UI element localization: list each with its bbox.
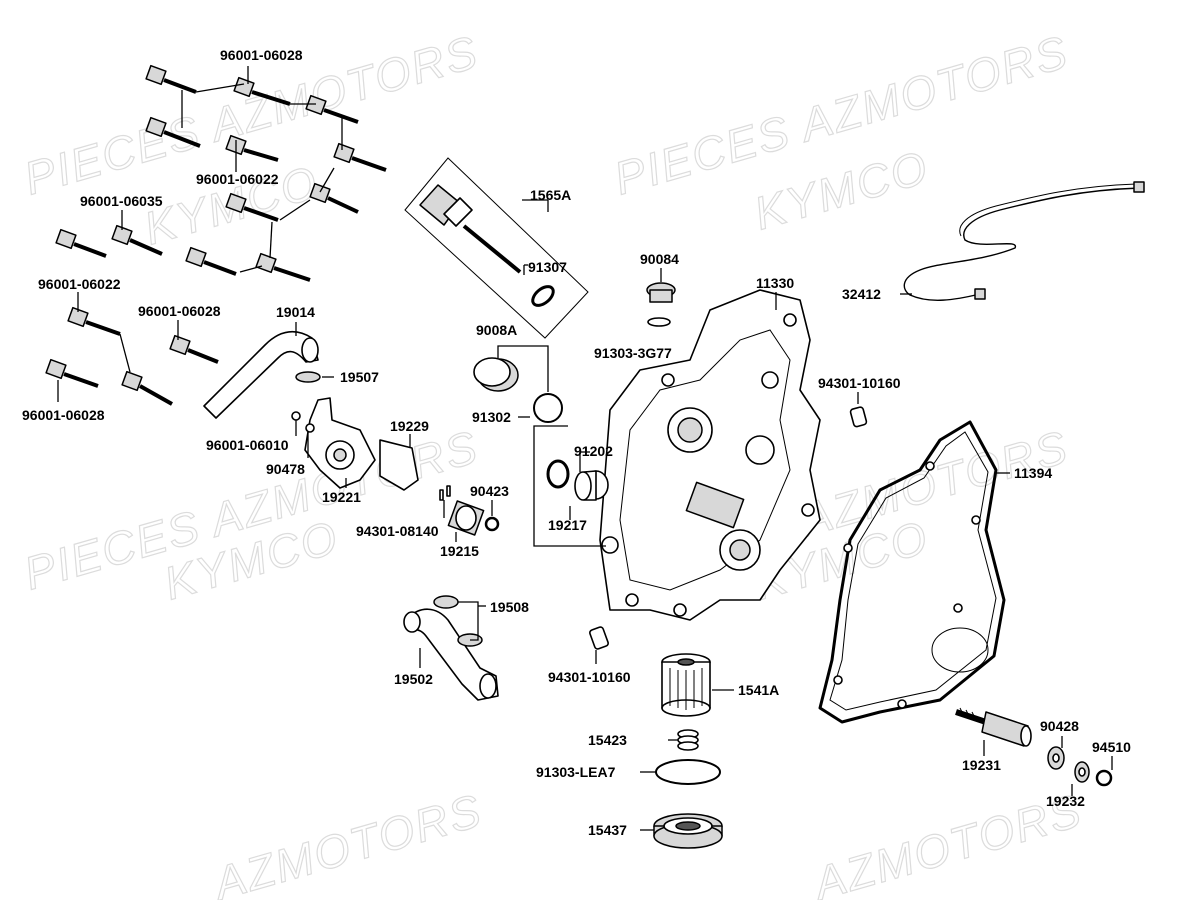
water-pump-cover — [291, 397, 419, 491]
part-label: 91303-3G77 — [594, 345, 672, 361]
bolt-icon — [225, 192, 279, 222]
bolt-group-left — [45, 210, 219, 406]
part-label: 1541A — [738, 682, 779, 698]
part-label: 90423 — [470, 483, 509, 499]
cap-assembly — [473, 345, 563, 423]
part-label: 94510 — [1092, 739, 1131, 755]
part-label: 96001-06028 — [138, 303, 221, 319]
oil-filter-group — [640, 653, 734, 849]
part-label: 19215 — [440, 543, 479, 559]
seal-bearing-group — [533, 425, 609, 547]
bolt-icon — [67, 306, 121, 336]
shaft-group — [955, 707, 1113, 796]
part-label: 94301-08140 — [356, 523, 439, 539]
shaft-icon — [955, 707, 1032, 747]
lower-hose — [403, 595, 499, 701]
part-label: 1565A — [530, 187, 571, 203]
bolt-icon — [145, 116, 201, 148]
part-label: 19217 — [548, 517, 587, 533]
watermark-text: AZMOTORS — [206, 784, 488, 900]
filter-cap — [653, 813, 723, 849]
bolt-group-top — [145, 64, 387, 282]
part-label: 91202 — [574, 443, 613, 459]
part-label: 96001-06022 — [196, 171, 279, 187]
bolt-icon — [169, 334, 219, 364]
bolt-icon — [45, 358, 99, 388]
part-label: 19502 — [394, 671, 433, 687]
bolt-icon — [121, 370, 173, 406]
dipstick-assembly — [404, 157, 589, 339]
cover-gasket — [818, 420, 1010, 724]
oil-plug — [646, 268, 676, 327]
part-label: 15437 — [588, 822, 627, 838]
part-label: 90478 — [266, 461, 305, 477]
part-label: 19232 — [1046, 793, 1085, 809]
part-label: 19231 — [962, 757, 1001, 773]
bolt-icon — [111, 224, 163, 256]
part-label: 11394 — [1014, 465, 1052, 481]
part-label: 90428 — [1040, 718, 1079, 734]
part-label: 91307 — [528, 259, 567, 275]
bolt-icon — [305, 94, 359, 124]
part-label: 96001-06028 — [22, 407, 105, 423]
part-label: 15423 — [588, 732, 627, 748]
part-label: 19229 — [390, 418, 429, 434]
water-hose — [203, 322, 334, 419]
bolt-icon — [309, 182, 359, 214]
bolt-icon — [55, 228, 107, 258]
impeller-group — [439, 485, 500, 542]
part-label: 96001-06035 — [80, 193, 163, 209]
part-label: 32412 — [842, 286, 881, 302]
part-label: 96001-06010 — [206, 437, 289, 453]
part-label: 11330 — [756, 275, 794, 291]
spring-icon — [677, 729, 699, 751]
part-label: 91303-LEA7 — [536, 764, 616, 780]
part-label: 91302 — [472, 409, 511, 425]
part-label: 94301-10160 — [548, 669, 631, 685]
part-label: 90084 — [640, 251, 679, 267]
bolt-icon — [233, 76, 291, 106]
part-label: 96001-06022 — [38, 276, 121, 292]
bolt-icon — [333, 142, 387, 172]
dowel-pin — [849, 392, 868, 428]
part-label: 19508 — [490, 599, 529, 615]
sensor-cable — [900, 181, 1145, 301]
bolt-icon — [145, 64, 197, 94]
part-label: 19507 — [340, 369, 379, 385]
part-label: 94301-10160 — [818, 375, 901, 391]
part-label: 19014 — [276, 304, 315, 320]
part-label: 19221 — [322, 489, 361, 505]
part-label: 9008A — [476, 322, 517, 338]
part-label: 96001-06028 — [220, 47, 303, 63]
bolt-icon — [255, 252, 311, 282]
bolt-icon — [185, 246, 237, 276]
dowel-pin — [589, 626, 609, 664]
crankcase-cover — [599, 289, 821, 621]
